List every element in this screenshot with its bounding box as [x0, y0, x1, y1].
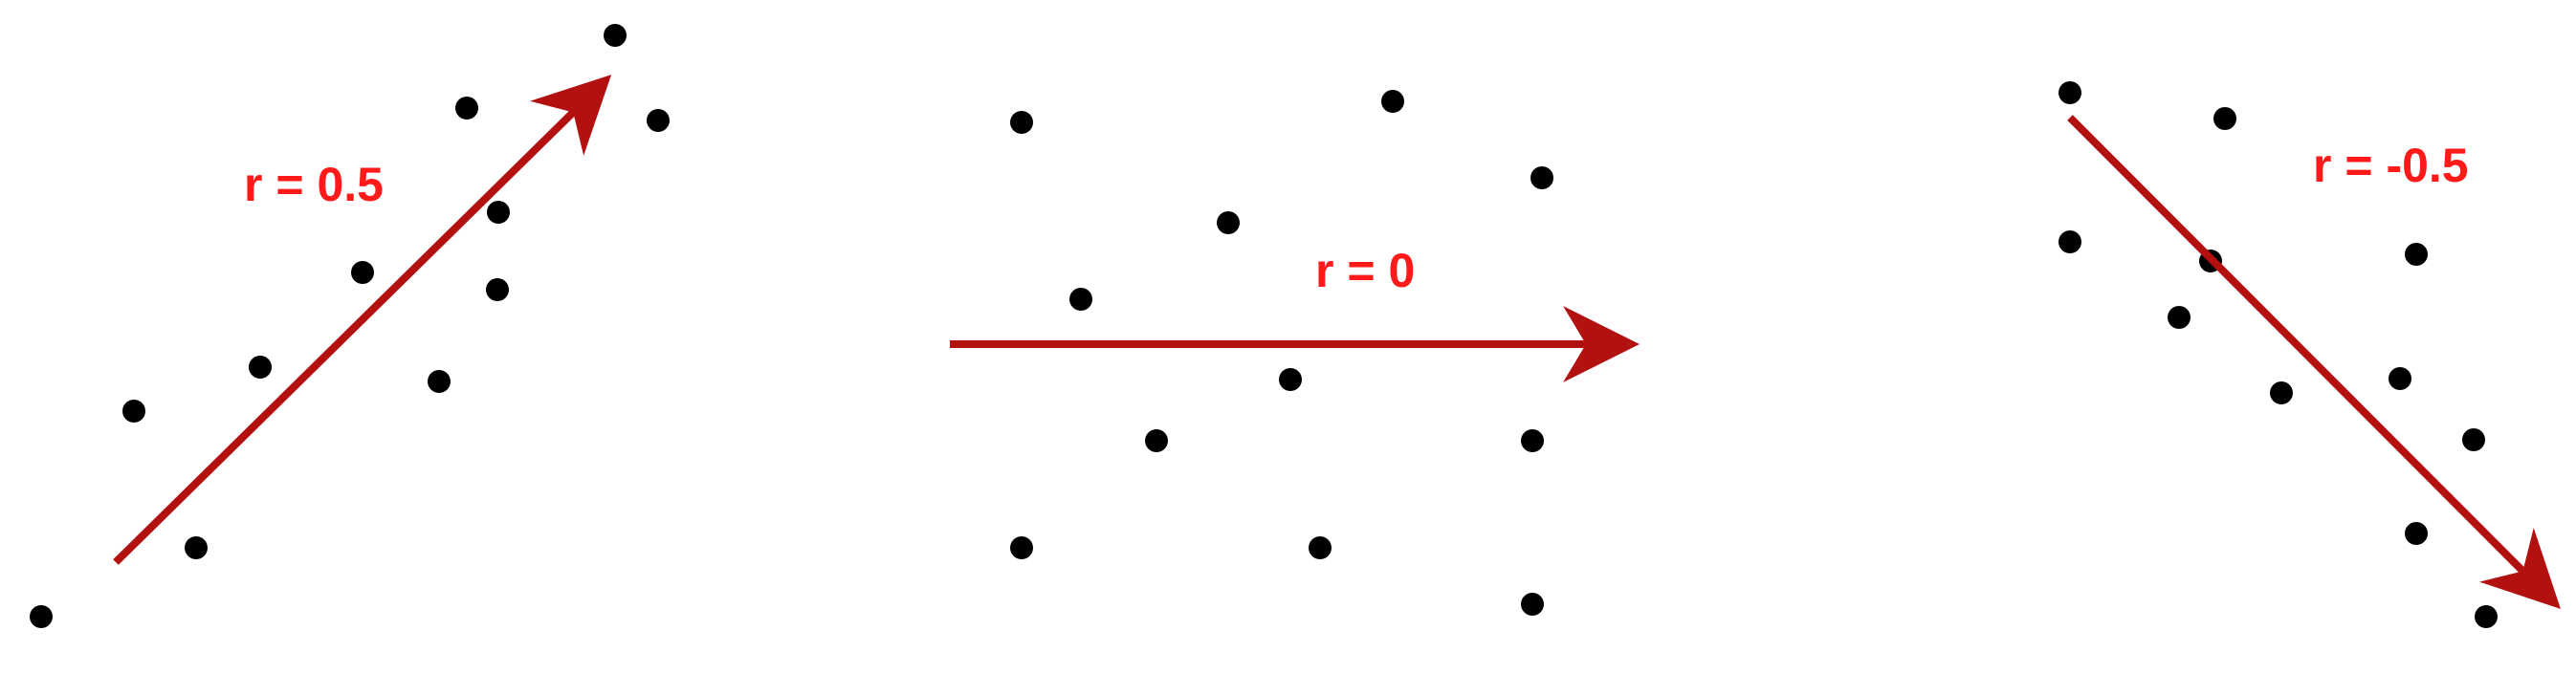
data-point	[2168, 306, 2191, 329]
data-point	[122, 400, 145, 423]
data-point	[2389, 367, 2411, 390]
data-point	[1309, 536, 1332, 559]
data-point	[1279, 368, 1302, 391]
data-point	[1010, 111, 1033, 134]
panel-positive: r = 0.5	[30, 24, 670, 628]
data-point	[1069, 288, 1092, 311]
data-point	[486, 278, 509, 301]
panel-zero: r = 0	[950, 90, 1640, 616]
correlation-label: r = 0.5	[244, 158, 384, 211]
data-point	[185, 536, 208, 559]
data-point	[487, 201, 510, 224]
data-point	[455, 97, 478, 120]
data-point	[249, 356, 272, 379]
data-point	[1217, 211, 1240, 234]
data-point	[2475, 605, 2498, 628]
trend-arrow-down	[2067, 115, 2561, 609]
correlation-label: r = -0.5	[2313, 139, 2469, 192]
data-point	[1145, 429, 1168, 452]
data-point	[1521, 429, 1544, 452]
data-point	[2405, 243, 2428, 266]
data-point	[428, 370, 451, 393]
data-point	[2270, 381, 2293, 404]
data-point	[2213, 107, 2236, 130]
data-point	[30, 605, 53, 628]
data-point	[1530, 166, 1553, 189]
data-point	[1521, 593, 1544, 616]
data-point	[647, 109, 670, 132]
data-point	[1381, 90, 1404, 113]
trend-arrow-up	[113, 75, 612, 565]
correlation-label: r = 0	[1315, 244, 1415, 297]
data-point	[2462, 428, 2485, 451]
data-point	[2059, 230, 2081, 253]
data-point	[2059, 81, 2081, 104]
data-point	[2405, 522, 2428, 545]
data-point	[1010, 536, 1033, 559]
panel-negative: r = -0.5	[2059, 81, 2561, 628]
data-point	[351, 261, 374, 284]
data-point	[604, 24, 627, 47]
